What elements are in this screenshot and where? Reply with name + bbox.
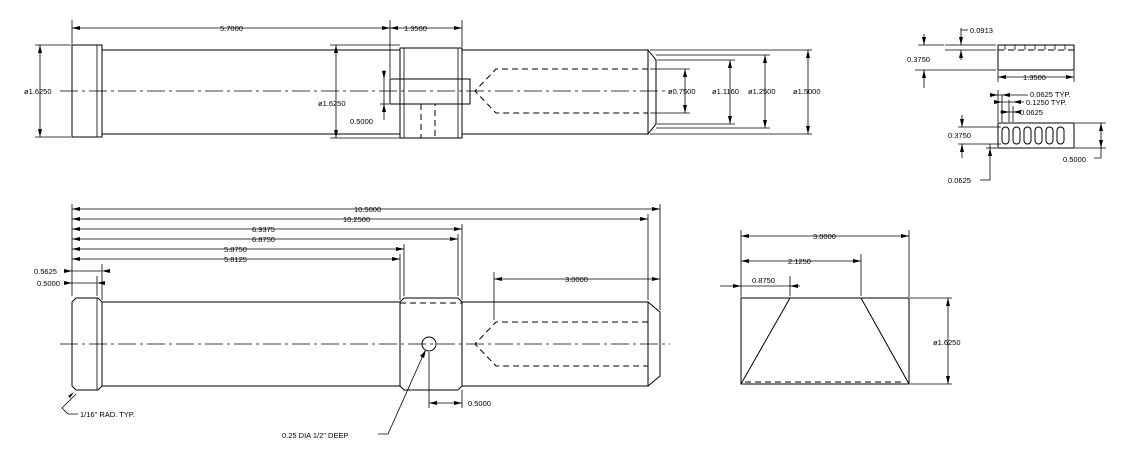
dim-top-15: ø1.5000 [793,87,821,96]
slot-5 [1045,126,1054,145]
detail-top: 0.0913 0.3750 1.3500 [907,26,1075,88]
top-slot [389,78,471,105]
detail-bottom-0625-a: 0.0625 [1020,108,1043,117]
front-view: 10.5000 10.2500 6.9375 6.8750 5.8750 5.8… [34,204,670,440]
trap-dim-3: 3.0000 [813,232,836,241]
detail-bottom-375: 0.3750 [948,131,971,140]
dim-top-1-35: 1.3500 [404,24,427,33]
dim-top-1116: ø1.1160 [712,87,739,96]
trap-dim-dia: ø1.6250 [933,338,961,347]
dim-top-125: ø1.2500 [748,87,776,96]
dim-front-3: 3.0000 [565,275,588,284]
top-collar [399,47,463,139]
trap-dim-0875: 0.8750 [752,276,775,285]
detail-top-block [997,44,1075,71]
detail-top-375: 0.3750 [907,55,930,64]
note-radius: 1/16" RAD. TYP. [80,410,135,419]
slot-4 [1034,126,1043,145]
dim-front-0-5: 0.5000 [37,279,60,288]
note-hole: 0.25 DIA 1/2" DEEP [282,431,348,440]
dim-front-6-9375: 6.9375 [252,225,275,234]
detail-bottom-0625-typ: 0.0625 TYP. [1030,90,1071,99]
slot-3 [1023,126,1032,145]
slot-2 [1012,126,1021,145]
detail-bottom-block [997,122,1075,149]
dim-top-dia-mid: ø1.6250 [318,99,346,108]
dim-front-5-875: 5.8750 [224,245,247,254]
trapezoid-shape [740,297,910,385]
dim-top-slot: 0.5000 [350,117,373,126]
front-collar [399,297,463,391]
front-head [71,297,103,391]
dim-front-10-5: 10.5000 [354,205,381,214]
dim-front-hole: 0.5000 [468,399,491,408]
trapezoid-frame [740,297,910,385]
detail-bottom-1250-typ: 0.1250 TYP. [1026,98,1067,107]
top-view: 5.7000 1.3500 ø1.6250 ø1.6250 0.5000 ø0. [24,20,821,139]
dim-front-0-5625: 0.5625 [34,267,57,276]
slot-6 [1056,126,1065,145]
dim-top-dia-left: ø1.6250 [24,87,52,96]
trap-dim-2125: 2.1250 [788,257,811,266]
trapezoid-view: 3.0000 2.1250 0.8750 ø1.6250 [720,230,961,385]
dim-front-10-25: 10.2500 [343,215,370,224]
dim-top-5-7: 5.7000 [220,24,243,33]
detail-top-0913: 0.0913 [970,26,993,35]
detail-bottom-5: 0.5000 [1063,155,1086,164]
top-right-section [461,49,649,135]
dim-top-bore: ø0.7500 [668,87,696,96]
dim-front-5-8125: 5.8125 [224,255,247,264]
detail-top-135: 1.3500 [1023,73,1046,82]
detail-bottom: 0.0625 TYP. 0.1250 TYP. 0.0625 0.3750 0.… [948,90,1106,185]
detail-bottom-0625-b: 0.0625 [948,176,971,185]
slot-1 [1001,126,1010,145]
dim-front-6-875: 6.8750 [252,235,275,244]
